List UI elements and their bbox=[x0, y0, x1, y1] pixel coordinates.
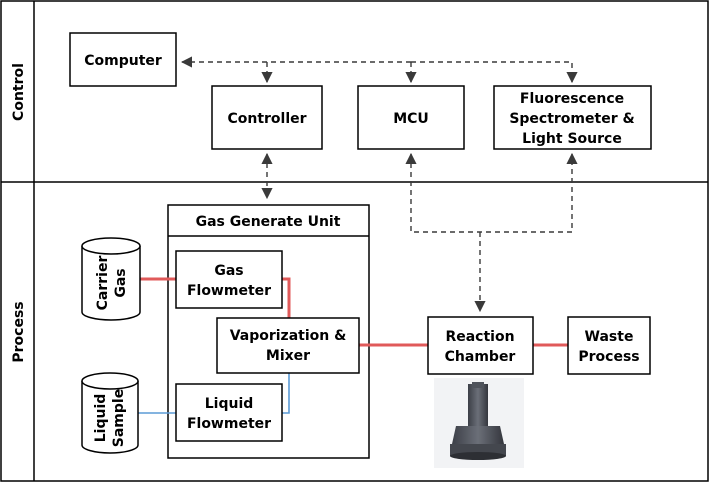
gas-unit-title: Gas Generate Unit bbox=[196, 214, 341, 230]
control-section-label: Control bbox=[11, 63, 27, 121]
controller-label: Controller bbox=[227, 111, 306, 127]
carrier-gas-label-line1: Carrier bbox=[95, 256, 111, 311]
computer-label: Computer bbox=[84, 53, 162, 69]
gas-to-mixer-line bbox=[282, 277, 291, 318]
mcu-box: MCU bbox=[357, 85, 465, 150]
controller-box: Controller bbox=[211, 85, 323, 150]
gas-flowmeter-label-line1: Gas bbox=[214, 263, 243, 279]
gas-flowmeter-label-line2: Flowmeter bbox=[187, 283, 271, 299]
fluorescence-label-line1: Fluorescence bbox=[520, 91, 624, 107]
process-section-label: Process bbox=[11, 301, 27, 362]
liquid-flowmeter-label-line2: Flowmeter bbox=[187, 416, 271, 432]
mcu-fluorescence-link bbox=[405, 152, 578, 233]
vaporization-mixer-box: Vaporization & Mixer bbox=[216, 317, 360, 374]
liquid-sample-label-line1: Liquid bbox=[93, 394, 109, 443]
liquid-flowmeter-label-line1: Liquid bbox=[205, 396, 254, 412]
computer-box: Computer bbox=[69, 32, 177, 87]
reaction-chamber-render bbox=[434, 378, 524, 468]
fluorescence-label-line2: Spectrometer & bbox=[509, 111, 634, 127]
fluorescence-label-line3: Light Source bbox=[522, 131, 622, 147]
liquid-to-mixer-line bbox=[282, 373, 290, 414]
gas-flowmeter-box: Gas Flowmeter bbox=[175, 250, 283, 309]
liquid-sample-label-line2: Sample bbox=[111, 389, 127, 447]
reaction-chamber-box: Reaction Chamber bbox=[427, 316, 534, 375]
waste-process-label-line2: Process bbox=[578, 349, 639, 365]
liquid-sample-cylinder: Liquid Sample bbox=[81, 372, 139, 454]
carrier-gas-cylinder: Carrier Gas bbox=[81, 237, 141, 321]
waste-process-box: Waste Process bbox=[567, 316, 651, 375]
bus-to-fluorescence-arrow bbox=[411, 61, 578, 84]
vaporization-label-line2: Mixer bbox=[266, 348, 310, 364]
vaporization-label-line1: Vaporization & bbox=[230, 328, 347, 344]
reaction-chamber-label-line2: Chamber bbox=[445, 349, 516, 365]
waste-process-label-line1: Waste bbox=[585, 329, 634, 345]
reaction-chamber-label-line1: Reaction bbox=[445, 329, 514, 345]
carrier-gas-label-line2: Gas bbox=[113, 268, 129, 297]
liquid-flowmeter-box: Liquid Flowmeter bbox=[175, 383, 283, 442]
fluorescence-box: Fluorescence Spectrometer & Light Source bbox=[493, 85, 652, 150]
mcu-label: MCU bbox=[393, 111, 429, 127]
